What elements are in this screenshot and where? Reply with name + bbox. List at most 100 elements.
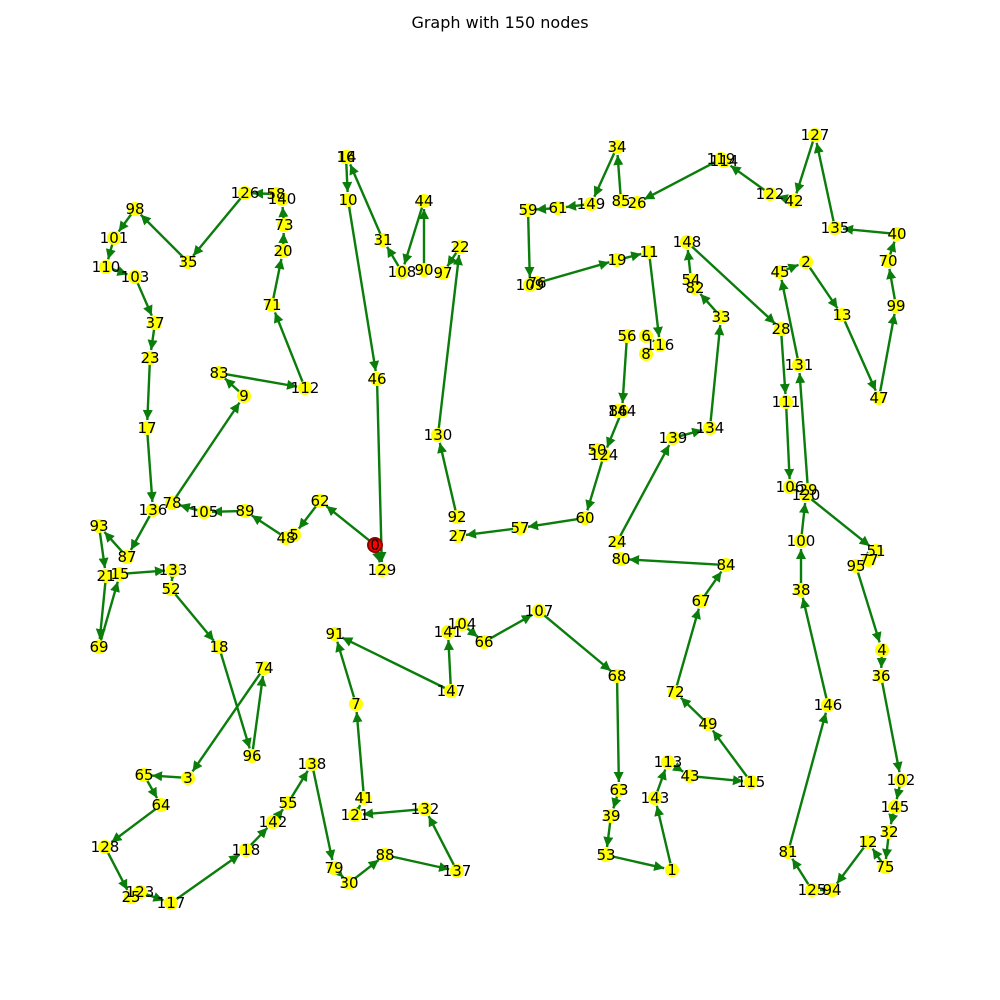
- node-label-131: 131: [785, 356, 814, 374]
- node-57: [513, 521, 527, 535]
- node-label-140: 140: [268, 190, 297, 208]
- edge-100-120: [799, 502, 810, 538]
- edge-44-108: [402, 204, 424, 265]
- edge-17-136: [146, 431, 157, 503]
- node-label-138: 138: [298, 755, 327, 773]
- node-87: [120, 550, 134, 564]
- node-label-134: 134: [696, 419, 725, 437]
- node-label-69: 69: [89, 638, 108, 656]
- edge-0-62: [325, 505, 373, 544]
- node-101: [107, 231, 121, 245]
- edge-60-57: [527, 517, 582, 531]
- edge-57-27: [465, 527, 517, 539]
- node-label-15: 15: [110, 565, 129, 583]
- node-70: [881, 254, 895, 268]
- node-137: [450, 864, 464, 878]
- node-label-30: 30: [339, 874, 358, 892]
- node-label-51: 51: [866, 542, 885, 560]
- edge-83-112: [222, 372, 298, 390]
- node-label-33: 33: [711, 308, 730, 326]
- edge-13-47: [842, 318, 877, 392]
- node-label-125: 125: [798, 881, 827, 899]
- edge-72-67: [674, 608, 701, 689]
- node-23: [143, 351, 157, 365]
- node-label-90: 90: [414, 261, 433, 279]
- node-label-145: 145: [881, 798, 910, 816]
- node-label-79: 79: [324, 859, 343, 877]
- edge-49-72: [679, 696, 706, 723]
- node-28: [774, 322, 788, 336]
- node-93: [92, 519, 106, 533]
- node-105: [197, 505, 211, 519]
- edge-98-101: [117, 211, 134, 233]
- edge-64-128: [110, 806, 159, 844]
- node-label-111: 111: [772, 393, 801, 411]
- node-31: [376, 233, 390, 247]
- edge-58-126: [252, 188, 273, 199]
- edge-3-65: [151, 771, 185, 782]
- edge-146-38: [800, 597, 829, 702]
- node-26: [630, 196, 644, 210]
- node-label-0: 0: [370, 536, 380, 554]
- node-13: [835, 308, 849, 322]
- node-layer: [92, 128, 908, 910]
- node-label-22: 22: [450, 238, 469, 256]
- edge-31-14: [349, 163, 383, 237]
- edge-81-146: [787, 712, 829, 849]
- node-149: [584, 197, 598, 211]
- node-label-141: 141: [434, 623, 463, 641]
- node-135: [828, 221, 842, 235]
- node-label-89: 89: [235, 502, 254, 520]
- node-33: [714, 310, 728, 324]
- node-111: [779, 395, 793, 409]
- node-104: [455, 617, 469, 631]
- node-131: [792, 358, 806, 372]
- edge-10-46: [347, 203, 380, 372]
- node-38: [794, 583, 808, 597]
- node-label-122: 122: [756, 185, 785, 203]
- node-138: [305, 757, 319, 771]
- node-label-39: 39: [601, 807, 620, 825]
- node-24: [610, 535, 624, 549]
- node-20: [276, 244, 290, 258]
- node-27: [451, 529, 465, 543]
- node-144: [615, 404, 629, 418]
- node-30: [342, 876, 356, 890]
- node-79: [327, 861, 341, 875]
- node-label-105: 105: [190, 503, 219, 521]
- edge-46-129: [375, 382, 387, 563]
- edge-147-91: [341, 636, 448, 691]
- node-46: [370, 372, 384, 386]
- node-label-56: 56: [617, 327, 636, 345]
- node-label-60: 60: [575, 509, 594, 527]
- node-119: [714, 152, 728, 166]
- node-label-31: 31: [373, 231, 392, 249]
- edge-36-102: [880, 679, 903, 773]
- node-122: [763, 187, 777, 201]
- node-label-59: 59: [518, 201, 537, 219]
- node-label-48: 48: [276, 529, 295, 547]
- node-110: [99, 260, 113, 274]
- node-37: [148, 316, 162, 330]
- node-label-70: 70: [878, 252, 897, 270]
- node-label-135: 135: [821, 219, 850, 237]
- node-74: [257, 661, 271, 675]
- node-label-63: 63: [609, 781, 628, 799]
- edge-74-3: [191, 670, 263, 773]
- node-94: [825, 883, 839, 897]
- node-90: [417, 263, 431, 277]
- node-label-103: 103: [121, 268, 150, 286]
- node-label-146: 146: [814, 696, 843, 714]
- node-label-32: 32: [879, 823, 898, 841]
- start-node: [367, 537, 383, 553]
- node-label-144: 144: [608, 402, 637, 420]
- node-67: [694, 594, 708, 608]
- node-label-112: 112: [291, 379, 320, 397]
- node-label-68: 68: [607, 667, 626, 685]
- node-label-142: 142: [259, 813, 288, 831]
- edge-110-103: [109, 266, 128, 276]
- edge-136-87: [129, 512, 153, 551]
- node-label-81: 81: [778, 843, 797, 861]
- node-label-85: 85: [611, 192, 630, 210]
- node-label-36: 36: [871, 667, 890, 685]
